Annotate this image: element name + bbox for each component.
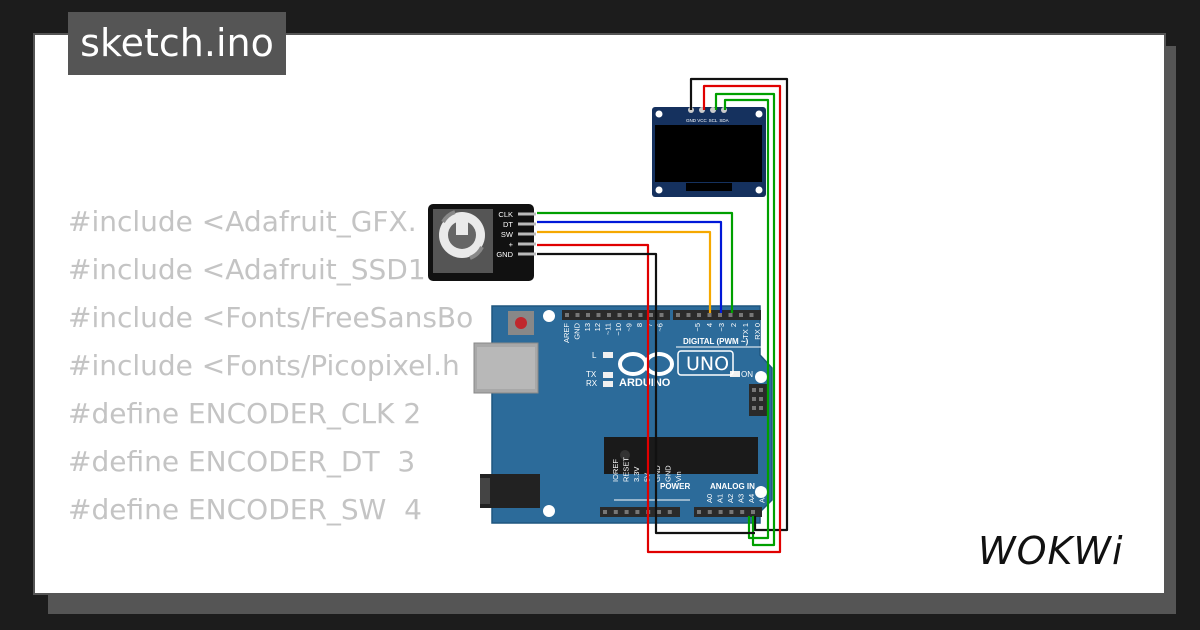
- arduino-logo-text: ARDUINO: [619, 377, 671, 389]
- encoder-pin-label: +: [509, 240, 514, 249]
- model-label: UNO: [686, 353, 729, 375]
- wire-oled-vcc[interactable]: [537, 84, 782, 554]
- pin-label: ~10: [614, 323, 623, 336]
- code-line: #include <Adafruit_SSD1: [68, 253, 426, 286]
- pin-label: 13: [583, 323, 592, 331]
- pin-label: RESET: [622, 457, 631, 482]
- wire-encoder-clk[interactable]: [537, 211, 734, 313]
- code-line: #define ENCODER_SW 4: [68, 493, 422, 526]
- rx-label: RX: [586, 379, 598, 388]
- oled-pin-label: GND: [686, 118, 697, 123]
- pin-label: 2: [729, 323, 738, 327]
- code-line: #include <Adafruit_GFX.: [68, 205, 417, 238]
- analog-header: [694, 507, 762, 517]
- pin-label: A2: [726, 494, 735, 503]
- wire-oled-sda[interactable]: [723, 98, 770, 540]
- on-label: ON: [741, 370, 753, 379]
- pin-label: TX 1: [741, 323, 750, 339]
- pin-label: 4: [705, 323, 714, 327]
- pin-label: IOREF: [611, 459, 620, 482]
- encoder-pin-label: DT: [503, 220, 513, 229]
- pin-label: A5: [758, 494, 767, 503]
- encoder-pin[interactable]: [518, 212, 536, 216]
- code-preview: #include <Adafruit_GFX. #include <Adafrui…: [68, 198, 473, 534]
- arduino-uno-board[interactable]: ARDUINO UNO ON L TX RX DIGITAL (PWM ~) P…: [473, 305, 773, 524]
- wire-oled-gnd[interactable]: [689, 77, 789, 532]
- wire-encoder-dt[interactable]: [537, 220, 723, 313]
- code-line: #include <Fonts/Picopixel.h: [68, 349, 460, 382]
- wokwi-logo: WOKWi: [978, 529, 1124, 573]
- sketch-title: sketch.ino: [68, 12, 286, 75]
- encoder-pin[interactable]: [518, 242, 536, 246]
- power-header-label: POWER: [660, 482, 690, 491]
- encoder-pin-label: CLK: [498, 210, 513, 219]
- tx-label: TX: [586, 370, 597, 379]
- pin-label: Vin: [674, 471, 683, 482]
- analog-header-label: ANALOG IN: [710, 482, 755, 491]
- pin-label: 8: [635, 323, 644, 327]
- encoder-pin[interactable]: [518, 252, 536, 256]
- pin-label: ~5: [693, 323, 702, 332]
- pin-label: A3: [737, 494, 746, 503]
- code-line: #define ENCODER_CLK 2: [68, 397, 422, 430]
- led-tx: [603, 372, 613, 378]
- pin-label: A0: [705, 494, 714, 503]
- pin-label: ~9: [624, 323, 633, 332]
- led-l: [603, 352, 613, 358]
- mount-hole: [755, 486, 767, 498]
- l-label: L: [592, 351, 597, 360]
- oled-pin-label: SCL: [709, 118, 718, 123]
- mount-hole: [543, 505, 555, 517]
- wire-encoder-sw[interactable]: [537, 230, 712, 313]
- led-on: [730, 371, 740, 377]
- pin-label: 7: [645, 323, 654, 327]
- wokwi-logo-text: WOKWi: [978, 529, 1124, 573]
- pin-label: A4: [747, 494, 756, 503]
- led-rx: [603, 381, 613, 387]
- wires[interactable]: [537, 77, 789, 554]
- reset-button-cap[interactable]: [515, 317, 527, 329]
- digital-header-left: [562, 310, 670, 320]
- pin-label: AREF: [562, 323, 571, 343]
- encoder-pin-label: GND: [496, 250, 513, 259]
- mount-hole: [755, 371, 767, 383]
- digital-header-right: [673, 310, 761, 320]
- pin-label: A1: [716, 494, 725, 503]
- encoder-pin-label: SW: [501, 230, 514, 239]
- code-line: #include <Fonts/FreeSansBo: [68, 301, 474, 334]
- encoder-pin[interactable]: [518, 232, 536, 236]
- pin-label: ~3: [717, 323, 726, 332]
- power-header: [600, 507, 680, 517]
- digital-header-label: DIGITAL (PWM ~): [683, 337, 749, 346]
- oled-pin[interactable]: [710, 107, 716, 113]
- mount-hole: [543, 310, 555, 322]
- oled-pin-label: SDA: [719, 118, 728, 123]
- pin-label: GND: [664, 465, 673, 482]
- pin-label: 3.3V: [632, 467, 641, 482]
- pin-label: GND: [653, 465, 662, 482]
- pin-label: ~6: [656, 323, 665, 332]
- pin-label: RX 0: [753, 323, 762, 340]
- wire-encoder-gnd[interactable]: [537, 252, 755, 535]
- pin-label: GND: [572, 322, 581, 339]
- pin-label: 12: [593, 323, 602, 331]
- wire-oled-scl[interactable]: [714, 92, 776, 547]
- encoder-pin[interactable]: [518, 222, 536, 226]
- icsp-header: [749, 384, 767, 416]
- pin-label: ~11: [604, 323, 613, 335]
- oled-screen: [655, 125, 762, 182]
- arduino-logo-icon: [618, 352, 674, 376]
- code-line: #define ENCODER_DT 3: [68, 445, 416, 478]
- oled-pin-label: VCC: [697, 118, 707, 123]
